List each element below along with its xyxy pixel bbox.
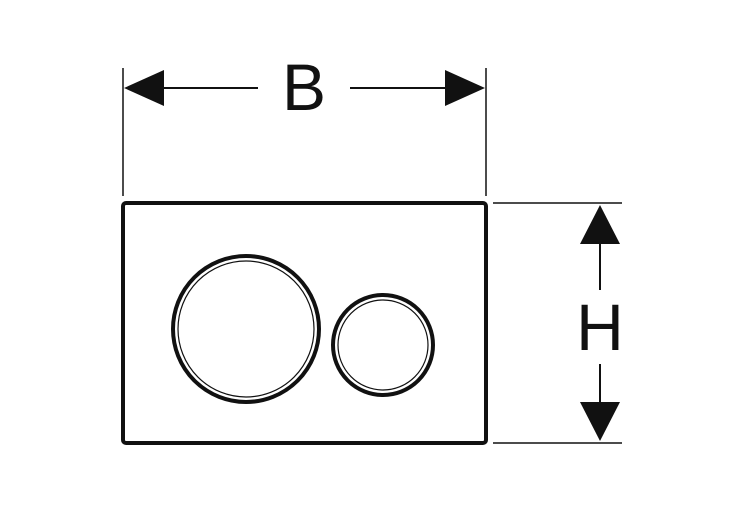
- height-label: H: [576, 290, 624, 364]
- height-arrow-top: [580, 205, 620, 244]
- small-flush-button-outer: [331, 293, 435, 397]
- width-arrow-right: [445, 70, 485, 106]
- small-flush-button-inner: [337, 299, 429, 391]
- width-arrow-left: [124, 70, 164, 106]
- large-flush-button-outer: [171, 254, 321, 404]
- large-flush-button-inner: [177, 260, 315, 398]
- height-arrow-bottom: [580, 402, 620, 441]
- flush-plate: [121, 201, 488, 445]
- width-label: B: [282, 50, 326, 124]
